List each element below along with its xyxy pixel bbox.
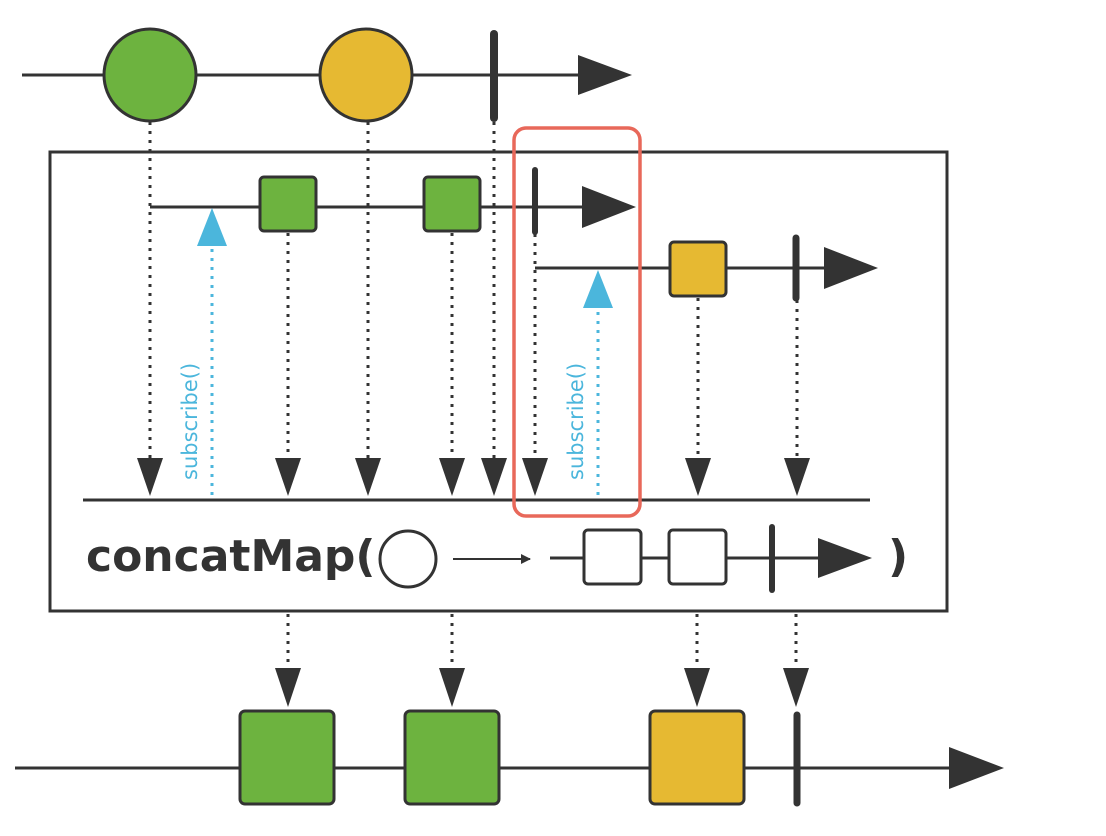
arrowhead-icon: [439, 458, 465, 496]
arrowhead-icon: [784, 458, 810, 496]
output-drop-arrowheads: [275, 668, 809, 707]
inner-drop-lines: [286, 233, 799, 460]
inner-1-item-2: [422, 175, 482, 233]
subscribe-label-2: subscribe(): [564, 363, 588, 480]
output-item-3: [648, 709, 746, 806]
output-stream: [15, 709, 1004, 807]
inner-1-item-1: [258, 175, 318, 233]
output-arrow-icon: [949, 747, 1004, 789]
arrowhead-icon: [685, 458, 711, 496]
subscribe-1-arrowhead-icon: [197, 208, 227, 246]
arrowhead-icon: [275, 458, 301, 496]
source-item-yellow: [318, 27, 414, 123]
drop-arrowheads: [137, 458, 810, 496]
subscribe-label-1: subscribe(): [178, 363, 202, 480]
inner-2-arrow-icon: [824, 247, 878, 289]
operator-signature: concatMap( ): [86, 524, 908, 593]
operator-name: concatMap(: [86, 531, 376, 582]
subscribe-arrow-1: subscribe(): [178, 208, 227, 495]
output-item-1: [238, 709, 336, 806]
subscribe-2-arrowhead-icon: [583, 270, 613, 308]
output-drop-lines: [286, 614, 798, 670]
arrowhead-icon: [684, 668, 710, 707]
inner-2-item-1: [668, 240, 728, 298]
source-drop-lines: [148, 122, 496, 460]
arrowhead-icon: [783, 668, 809, 707]
output-item-2: [403, 709, 501, 806]
operator-box: [48, 150, 949, 613]
arrowhead-icon: [275, 668, 301, 707]
source-timeline-arrow-icon: [578, 55, 632, 95]
highlight-box: [512, 126, 642, 518]
arrowhead-icon: [481, 458, 507, 496]
square-icon: [582, 528, 643, 586]
square-icon: [667, 528, 728, 586]
arrowhead-icon: [522, 458, 548, 496]
inner-stream-2: [535, 234, 878, 302]
source-stream: [22, 27, 632, 123]
source-item-green: [102, 27, 198, 123]
operator-close: ): [888, 531, 908, 582]
inner-1-arrow-icon: [582, 186, 636, 228]
subscribe-arrow-2: subscribe(): [564, 270, 613, 495]
signature-arrow-icon: [818, 538, 872, 578]
circle-icon: [378, 529, 438, 589]
arrowhead-icon: [439, 668, 465, 707]
arrowhead-icon: [137, 458, 163, 496]
arrowhead-icon: [355, 458, 381, 496]
inner-stream-1: [150, 167, 636, 235]
